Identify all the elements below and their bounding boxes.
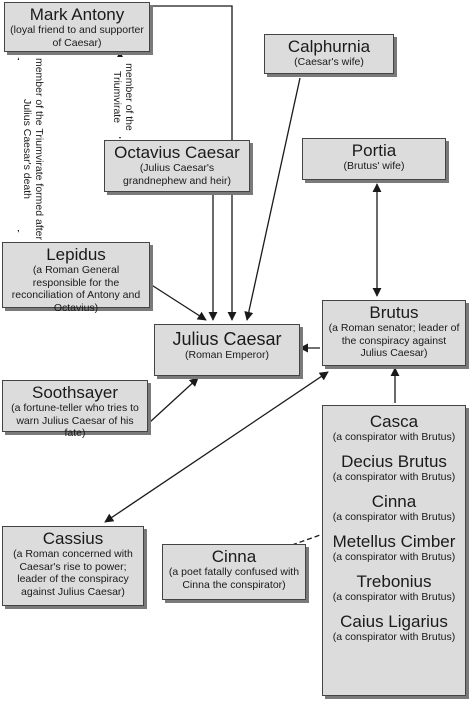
name-mark-antony: Mark Antony — [29, 5, 125, 24]
name-caius-ligarius: Caius Ligarius — [340, 612, 448, 631]
label-triumvirate-formed: member of the Triumvirate formed after J… — [19, 54, 45, 244]
name-casca: Casca — [369, 412, 419, 431]
name-lepidus: Lepidus — [46, 245, 106, 264]
conspirator-metellus-cimber: Metellus Cimber (a conspirator with Brut… — [327, 532, 461, 563]
name-cinna-conspirator: Cinna — [371, 492, 417, 511]
conspirator-casca: Casca (a conspirator with Brutus) — [327, 412, 461, 443]
label-triumvirate: member of the Triumvirate — [109, 57, 135, 137]
desc-octavius: (Julius Caesar's grandnephew and heir) — [123, 162, 231, 187]
box-lepidus: Lepidus (a Roman General responsible for… — [2, 242, 150, 314]
desc-mark-antony: (loyal friend to and supporter of Caesar… — [10, 24, 144, 49]
box-octavius: Octavius Caesar (Julius Caesar's grandne… — [104, 140, 250, 192]
conspirator-caius-ligarius: Caius Ligarius (a conspirator with Brutu… — [327, 612, 461, 643]
desc-brutus: (a Roman senator; leader of the conspira… — [328, 322, 460, 359]
name-metellus-cimber: Metellus Cimber — [332, 532, 456, 551]
arrow-lepidus-caesar — [149, 283, 207, 321]
box-cinna-poet: Cinna (a poet fatally confused with Cinn… — [162, 544, 306, 600]
box-soothsayer: Soothsayer (a fortune-teller who tries t… — [2, 380, 148, 439]
conspirator-cinna: Cinna (a conspirator with Brutus) — [327, 492, 461, 523]
arrow-soothsayer-caesar — [149, 377, 199, 423]
name-decius-brutus: Decius Brutus — [341, 452, 447, 471]
arrow-calphurnia-caesar — [244, 77, 301, 321]
box-julius-caesar: Julius Caesar (Roman Emperor) — [154, 324, 300, 376]
name-julius-caesar: Julius Caesar — [172, 329, 282, 349]
name-brutus: Brutus — [369, 303, 419, 322]
box-mark-antony: Mark Antony (loyal friend to and support… — [4, 2, 150, 52]
conspirator-trebonius: Trebonius (a conspirator with Brutus) — [327, 572, 461, 603]
desc-metellus-cimber: (a conspirator with Brutus) — [332, 551, 456, 563]
desc-portia: (Brutus' wife) — [343, 160, 405, 172]
desc-trebonius: (a conspirator with Brutus) — [332, 591, 456, 603]
box-portia: Portia (Brutus' wife) — [302, 138, 446, 180]
name-portia: Portia — [351, 141, 397, 160]
name-trebonius: Trebonius — [356, 572, 432, 591]
name-cassius: Cassius — [42, 529, 104, 548]
conspirator-decius-brutus: Decius Brutus (a conspirator with Brutus… — [327, 452, 461, 483]
box-brutus: Brutus (a Roman senator; leader of the c… — [322, 300, 466, 366]
desc-calphurnia: (Caesar's wife) — [294, 56, 364, 68]
desc-lepidus: (a Roman General responsible for the rec… — [11, 264, 141, 314]
box-conspirators: Casca (a conspirator with Brutus) Decius… — [322, 405, 466, 696]
desc-caius-ligarius: (a conspirator with Brutus) — [332, 631, 456, 643]
arrow-antony-caesar — [150, 5, 237, 321]
name-octavius: Octavius Caesar — [114, 143, 240, 162]
box-cassius: Cassius (a Roman concerned with Caesar's… — [2, 526, 144, 606]
desc-cinna-conspirator: (a conspirator with Brutus) — [332, 511, 456, 523]
desc-decius-brutus: (a conspirator with Brutus) — [332, 471, 456, 483]
desc-cinna-poet: (a poet fatally confused with Cinna the … — [168, 566, 300, 591]
desc-julius-caesar: (Roman Emperor) — [184, 349, 270, 361]
name-soothsayer: Soothsayer — [32, 383, 118, 402]
desc-soothsayer: (a fortune-teller who tries to warn Juli… — [11, 402, 139, 439]
desc-casca: (a conspirator with Brutus) — [332, 431, 456, 443]
name-cinna-poet: Cinna — [211, 547, 257, 566]
desc-cassius: (a Roman concerned with Caesar's rise to… — [13, 548, 133, 598]
name-calphurnia: Calphurnia — [287, 37, 371, 56]
arrow-cassius-brutus — [104, 371, 329, 523]
box-calphurnia: Calphurnia (Caesar's wife) — [264, 34, 394, 74]
